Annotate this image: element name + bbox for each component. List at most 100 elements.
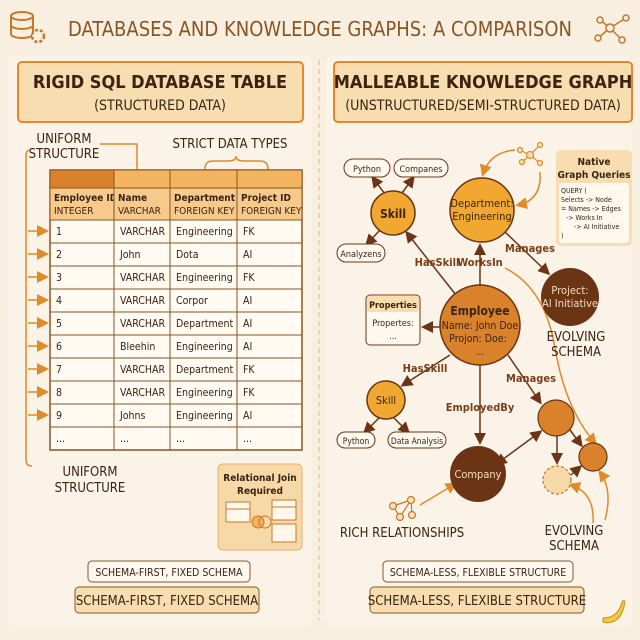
node-label: Department: [450,197,513,210]
table-cell: Engineering [176,226,233,238]
column-header[interactable] [113,187,171,221]
node-skill[interactable]: Skill [370,190,416,236]
table-cell: AI [243,410,252,422]
node-skill-2[interactable]: Skill [366,380,406,420]
edge-label-worksin: WorksIn [457,256,502,269]
properties-box: Properties Propertes: ... [365,294,421,346]
rich-relationships-label: RICH RELATIONSHIPS [340,526,464,541]
query-line: Selects -> Node [561,196,612,204]
uniform-structure-label: UNIFORM [37,132,92,147]
properties-line: Propertes: [372,319,413,329]
bracket-line [25,149,33,467]
table-cell: FK [243,364,255,376]
table-cell: FK [243,226,255,238]
node-label: Skill [376,394,396,407]
table-cell: ... [176,433,185,445]
column-name: Employee ID [54,193,117,204]
node-label: Name: John Doe [442,320,519,332]
table-cell: 7 [56,364,62,376]
table-cell: VARCHAR [120,295,165,307]
column-type: INTEGER [54,206,93,217]
left-header-title: RIGID SQL DATABASE TABLE [33,72,287,93]
node-label: Company [454,468,501,481]
node-label: Projon: Doe: [449,333,507,345]
right-header [333,61,633,123]
edge-label-hasskill: HasSkill [415,256,460,269]
schema-less-badge [382,560,574,583]
node-label: Skill [380,207,406,221]
table-cell: VARCHAR [120,226,165,238]
table-cell: Dota [176,249,199,261]
uniform-structure-label-bottom: UNIFORM [63,465,118,480]
table-cell: 9 [56,410,62,422]
arrow [100,143,143,183]
sql-table: Employee IDINTEGERNameVARCHARDepartmentF… [49,169,303,451]
badge-text: SCHEMA-FIRST, FIXED SCHEMA [76,594,258,609]
edge-label-manages: Manages [506,372,556,385]
query-line: -> Works In [566,214,603,222]
edge-label-employedby: EmployedBy [446,401,515,414]
node-python[interactable]: Python [343,158,391,178]
table-cell: ... [243,433,252,445]
node-label: Project: [551,284,588,297]
banana-icon [602,600,626,624]
left-header-subtitle: (STRUCTURED DATA) [94,98,226,114]
table-cell: 1 [56,226,62,238]
database-gear-icon [10,11,46,44]
table-cell: AI [243,341,252,353]
column-name: Project ID [241,193,291,204]
node-unlabeled[interactable] [537,399,575,437]
column-type: VARCHAR [118,206,161,217]
edge-label-manages: Manages [505,242,555,255]
node-company[interactable]: Company [450,446,506,502]
table-header-band [113,169,171,189]
relationships-icon [388,495,417,522]
edge-label-hasskill: HasSkill [403,362,448,375]
node-department[interactable]: Department: Engineering [449,177,515,243]
column-type: FOREIGN KEY [174,206,235,217]
evolving-schema-label: SCHEMA [551,345,601,360]
strict-data-types-label: STRICT DATA TYPES [173,137,288,152]
table-cell: 2 [56,249,62,261]
table-cell: 6 [56,341,62,353]
table-cell: Engineering [176,410,233,422]
properties-title: Properties [369,301,417,311]
brace [204,155,269,179]
node-data-analysis[interactable]: Data Analysis [387,431,447,449]
table-cell: FK [243,272,255,284]
evolving-schema-label: EVOLVING [547,330,606,345]
query-line: -> AI Initiative [574,223,619,231]
table-cell: AI [243,295,252,307]
node-label: Companes [400,165,443,175]
node-new-dashed[interactable] [542,465,572,495]
join-label: Relational Join [223,473,296,484]
table-cell: VARCHAR [120,318,165,330]
node-analyzens[interactable]: Analyzens [336,243,386,263]
table-cell: Johns [119,410,146,422]
left-header [17,61,304,123]
node-project[interactable]: Project: AI Initiative [541,268,599,326]
join-label: Required [237,486,283,497]
properties-line: ... [389,332,397,342]
table-cell: Engineering [176,341,233,353]
evolving-schema-label-bottom: SCHEMA [549,539,599,554]
column-type: FOREIGN KEY [241,206,302,217]
table-cell: Department [176,318,233,330]
table-cell: Corpor [176,295,208,307]
query-line: QUERY ( [561,187,587,195]
node-employee[interactable]: Employee Name: John Doe Projon: Doe: ... [439,284,521,366]
right-header-title: MALLEABLE KNOWLEDGE GRAPH [334,72,633,93]
table-cell: 3 [56,272,62,284]
table-cell: VARCHAR [120,364,165,376]
table-cell: AI [243,318,252,330]
node-label: Python [343,437,370,447]
node-companes[interactable]: Companes [393,158,449,178]
table-cell: 8 [56,387,62,399]
table-header-band [236,169,303,189]
schema-less-badge-large [369,586,585,614]
node-python-2[interactable]: Python [336,431,376,449]
node-label: Analyzens [340,250,381,260]
node-unlabeled[interactable] [578,442,608,472]
evolving-schema-label-bottom: EVOLVING [545,524,604,539]
